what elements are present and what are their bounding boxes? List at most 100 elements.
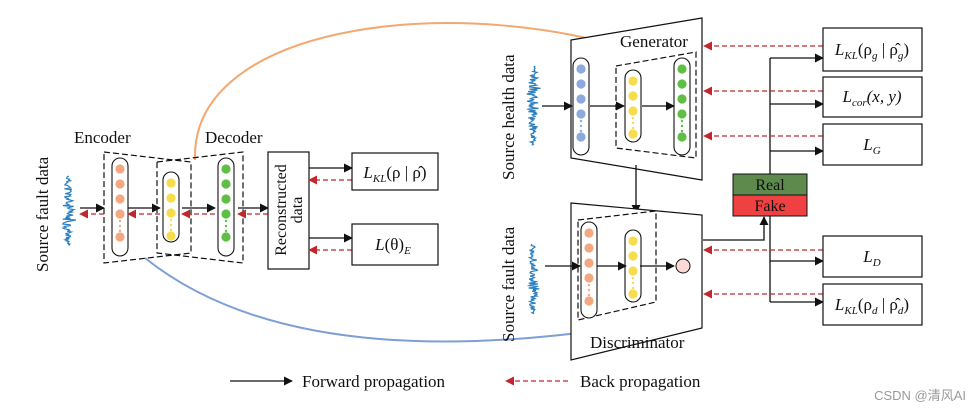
- loss-box-kl-d: [822, 283, 923, 326]
- generator-hidden-layer: [624, 69, 642, 143]
- forward-arrow: [703, 216, 769, 241]
- loss-kl-encoder: LKL(ρ | ρ̂): [362, 163, 426, 185]
- discriminator-label: Discriminator: [590, 333, 685, 352]
- neuron-node: [584, 273, 594, 283]
- generator-label: Generator: [620, 32, 688, 51]
- reconstructed-data-box: [267, 151, 310, 270]
- loss-box-theta-e: [351, 223, 439, 266]
- loss-box-kl-encoder: [351, 152, 439, 191]
- ellipsis-dot: [631, 126, 635, 130]
- neuron-node: [221, 209, 231, 219]
- reconstructed-label-line2: data: [289, 197, 306, 224]
- neuron-node: [166, 231, 176, 241]
- ellipsis-dot: [118, 229, 122, 233]
- ellipsis-dot: [631, 276, 635, 280]
- neuron-node: [576, 132, 586, 142]
- layer-capsule: [624, 69, 642, 143]
- ellipsis-dot: [169, 228, 173, 232]
- ellipsis-dot: [579, 124, 583, 128]
- legend-forward-label: Forward propagation: [302, 372, 446, 391]
- decoder-trapezoid: [156, 151, 244, 264]
- neuron-node: [677, 94, 687, 104]
- signal-waveform-fault-right: [526, 243, 540, 315]
- loss-d: LD: [862, 247, 880, 269]
- ellipsis-dot: [587, 288, 591, 292]
- ellipsis-dot: [680, 124, 684, 128]
- neuron-node: [628, 106, 638, 116]
- loss-box-kl-g: [822, 27, 923, 72]
- neuron-node: [576, 94, 586, 104]
- neuron-node: [628, 129, 638, 139]
- ellipsis-dot: [631, 286, 635, 290]
- encoder-layer: [111, 157, 129, 257]
- decoder-label: Decoder: [205, 128, 263, 147]
- legend-backward-label: Back propagation: [580, 372, 701, 391]
- neuron-node: [677, 132, 687, 142]
- ellipsis-dot: [680, 119, 684, 123]
- discriminator-input-layer: [580, 221, 598, 319]
- reconstructed-label-line1: Reconstructed: [273, 164, 290, 256]
- neuron-node: [115, 209, 125, 219]
- ellipsis-dot: [631, 121, 635, 125]
- loss-g: LG: [862, 135, 880, 157]
- fake-label: Fake: [754, 198, 785, 215]
- ellipsis-dot: [224, 219, 228, 223]
- ellipsis-dot: [587, 283, 591, 287]
- ellipsis-dot: [587, 293, 591, 297]
- neuron-node: [628, 251, 638, 261]
- discriminator-inner-trapezoid: [577, 210, 657, 321]
- loss-kl-g: LKL(ρg | ρ̂g): [834, 40, 909, 62]
- discriminator-output-node: [675, 258, 691, 274]
- encoder-to-generator-curve: [193, 22, 657, 161]
- signal-waveform-health: [526, 65, 541, 146]
- neuron-node: [677, 64, 687, 74]
- loss-kl-d: LKL(ρd | ρ̂d): [834, 295, 909, 317]
- loss-box-cor: [822, 76, 923, 118]
- neuron-node: [115, 194, 125, 204]
- encoder-label: Encoder: [74, 128, 131, 147]
- source-fault-label-left: Source fault data: [33, 156, 52, 272]
- neuron-node: [628, 236, 638, 246]
- neuron-node: [115, 164, 125, 174]
- latent-layer: [162, 171, 180, 243]
- ellipsis-dot: [579, 129, 583, 133]
- neuron-node: [576, 109, 586, 119]
- neuron-node: [576, 64, 586, 74]
- encoder-trapezoid: [103, 151, 192, 264]
- neuron-node: [628, 266, 638, 276]
- encoder-to-discriminator-curve: [144, 257, 604, 343]
- generator-output-layer: [673, 57, 691, 156]
- decoder-layer: [217, 157, 235, 257]
- neuron-node: [584, 243, 594, 253]
- ellipsis-dot: [118, 224, 122, 228]
- neuron-node: [166, 208, 176, 218]
- ellipsis-dot: [169, 218, 173, 222]
- neuron-node: [628, 289, 638, 299]
- generator-inner-trapezoid: [615, 51, 697, 159]
- ellipsis-dot: [224, 224, 228, 228]
- neuron-node: [584, 296, 594, 306]
- neuron-node: [677, 79, 687, 89]
- neuron-node: [115, 232, 125, 242]
- ellipsis-dot: [680, 129, 684, 133]
- ellipsis-dot: [579, 119, 583, 123]
- neuron-node: [221, 194, 231, 204]
- ellipsis-dot: [118, 219, 122, 223]
- neuron-node: [677, 109, 687, 119]
- signal-waveform-left: [61, 175, 77, 247]
- neuron-node: [584, 258, 594, 268]
- ellipsis-dot: [631, 116, 635, 120]
- ellipsis-dot: [224, 229, 228, 233]
- loss-cor: Lcor(x, y): [841, 87, 901, 109]
- neuron-node: [628, 76, 638, 86]
- neuron-node: [166, 178, 176, 188]
- watermark: CSDN @清风AI: [874, 388, 966, 403]
- neuron-node: [166, 193, 176, 203]
- neuron-node: [628, 91, 638, 101]
- source-fault-label-right: Source fault data: [499, 226, 518, 342]
- neuron-node: [221, 164, 231, 174]
- neuron-node: [576, 79, 586, 89]
- real-label: Real: [755, 177, 785, 194]
- discriminator-hidden-layer: [624, 229, 642, 303]
